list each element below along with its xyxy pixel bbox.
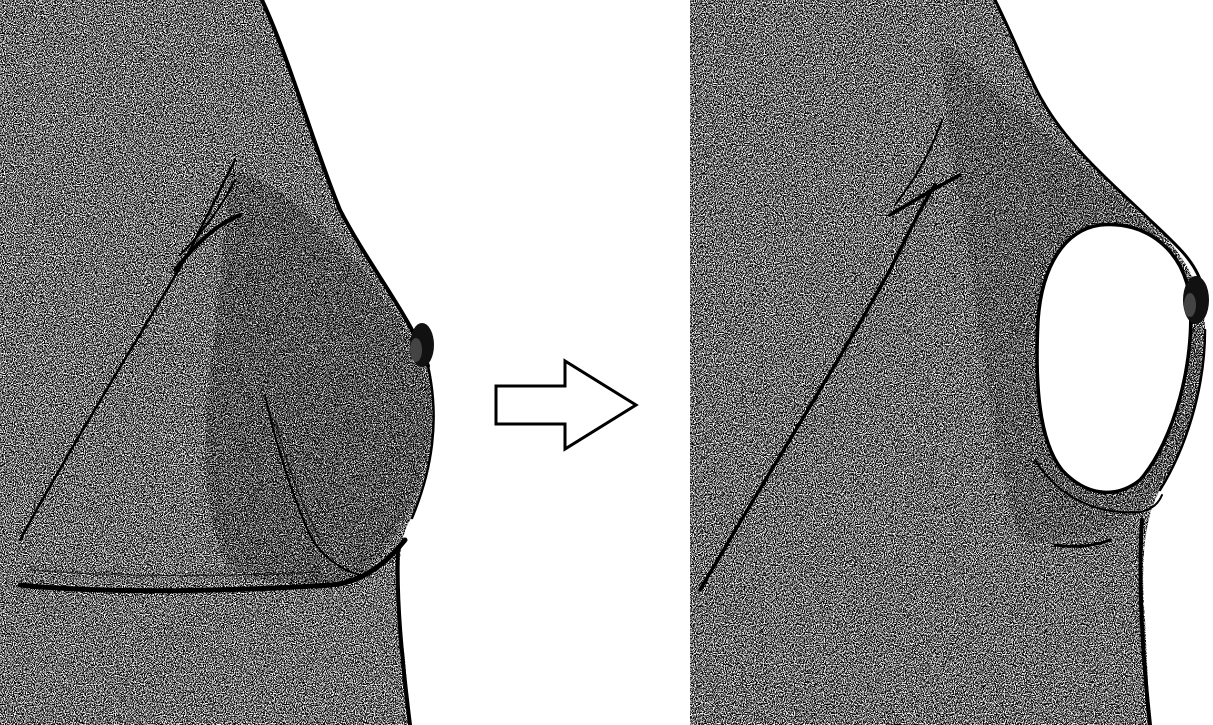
torso-before (0, 0, 434, 725)
before-illustration (0, 0, 440, 725)
after-illustration (690, 0, 1213, 725)
nipple-after (1183, 276, 1209, 324)
nipple-before (410, 323, 434, 367)
transition-arrow (490, 355, 640, 455)
before-panel (0, 0, 440, 725)
right-arrow-icon (490, 355, 640, 455)
after-panel (690, 0, 1213, 725)
